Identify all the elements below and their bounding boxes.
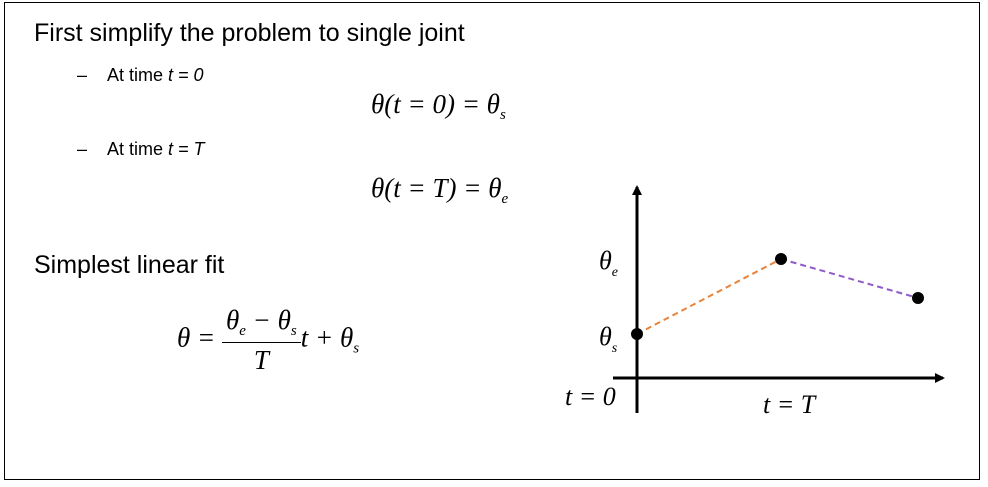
fit-sub-e: e bbox=[239, 323, 246, 339]
bullet-prefix: At time bbox=[107, 65, 169, 85]
fit-numerator: θe − θs bbox=[221, 305, 301, 343]
fit-tail-sub: s bbox=[353, 340, 360, 357]
bullet-time-end: –At time t = T bbox=[77, 139, 205, 160]
fit-denominator: T bbox=[253, 345, 269, 375]
bullet-dash: – bbox=[77, 65, 88, 85]
point-theta-end bbox=[775, 253, 787, 265]
point-theta-start bbox=[631, 328, 643, 340]
equation-lhs: θ(t = T) = θ bbox=[371, 173, 502, 203]
fit-theta-e: θ bbox=[225, 305, 240, 335]
heading: First simplify the problem to single joi… bbox=[34, 19, 465, 47]
fit-fraction: θe − θs T bbox=[221, 305, 301, 376]
linear-fit-equation: θ = θe − θs T t + θs bbox=[177, 305, 359, 376]
fit-sub-s: s bbox=[290, 323, 297, 339]
fit-minus: − bbox=[245, 305, 278, 335]
label-theta-e: θe bbox=[599, 246, 618, 280]
fit-lhs: θ = bbox=[177, 322, 216, 353]
equation-theta-end: θ(t = T) = θe bbox=[371, 173, 508, 208]
segment-start-to-end bbox=[636, 258, 782, 335]
bullet-dash: – bbox=[77, 139, 88, 159]
equation-lhs: θ(t = 0) = θ bbox=[371, 89, 500, 119]
equation-subscript: s bbox=[499, 107, 506, 123]
subheading: Simplest linear fit bbox=[34, 251, 225, 279]
label-theta-s: θs bbox=[599, 322, 618, 356]
point-after bbox=[912, 292, 924, 304]
fit-theta-s: θ bbox=[277, 305, 291, 335]
label-t-zero: t = 0 bbox=[565, 382, 616, 411]
label-t-end: t = T bbox=[763, 390, 817, 419]
equation-theta-start: θ(t = 0) = θs bbox=[371, 89, 506, 124]
bullet-time-zero: –At time t = 0 bbox=[77, 65, 204, 86]
trajectory-graph: θe θs t = 0 t = T bbox=[565, 185, 945, 419]
fit-tail: t + θ bbox=[300, 322, 354, 353]
segment-after-end bbox=[780, 258, 919, 299]
bullet-condition: t = 0 bbox=[168, 65, 204, 85]
equation-subscript: e bbox=[501, 191, 509, 207]
slide: First simplify the problem to single joi… bbox=[4, 2, 980, 480]
bullet-condition: t = T bbox=[168, 139, 205, 159]
bullet-prefix: At time bbox=[107, 139, 169, 159]
